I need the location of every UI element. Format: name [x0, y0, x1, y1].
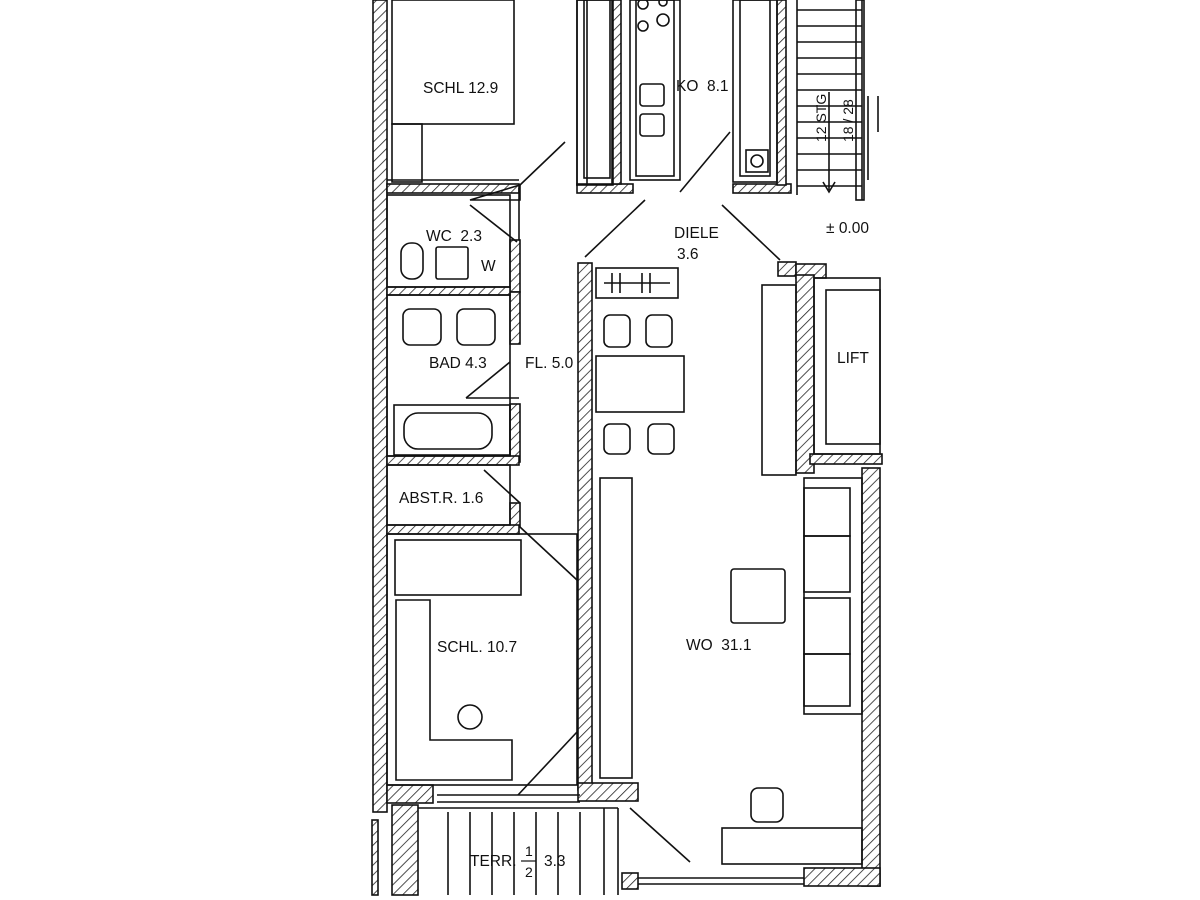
- label-terr-frac-num: 1: [525, 843, 533, 859]
- label-diele: DIELE: [674, 225, 719, 242]
- label-level: ± 0.00: [826, 220, 869, 237]
- label-schl-lower: SCHL. 10.7: [437, 639, 517, 656]
- label-bad: BAD 4.3: [429, 355, 487, 372]
- label-abstr: ABST.R. 1.6: [399, 490, 483, 507]
- label-diele-area: 3.6: [677, 246, 699, 263]
- label-wc: WC 2.3: [426, 228, 482, 245]
- room-labels: SCHL 12.9 KO 8.1 WC 2.3 W DIELE 3.6 BAD …: [399, 78, 869, 880]
- label-schl-upper: SCHL 12.9: [423, 80, 498, 97]
- label-stair-steps: 12 STG: [813, 94, 829, 142]
- label-wo: WO 31.1: [686, 637, 751, 654]
- label-fl: FL. 5.0: [525, 355, 574, 372]
- label-stair-rise-run: 18 / 28: [840, 99, 856, 142]
- label-ko: KO 8.1: [676, 78, 729, 95]
- label-lift: LIFT: [837, 350, 869, 367]
- structural-walls: [371, 0, 883, 896]
- label-w: W: [481, 258, 496, 275]
- room-outlines: [386, 0, 881, 895]
- label-terr-area: 3.3: [544, 853, 566, 870]
- label-terr: TERR.: [470, 853, 517, 870]
- label-terr-frac-den: 2: [525, 864, 533, 880]
